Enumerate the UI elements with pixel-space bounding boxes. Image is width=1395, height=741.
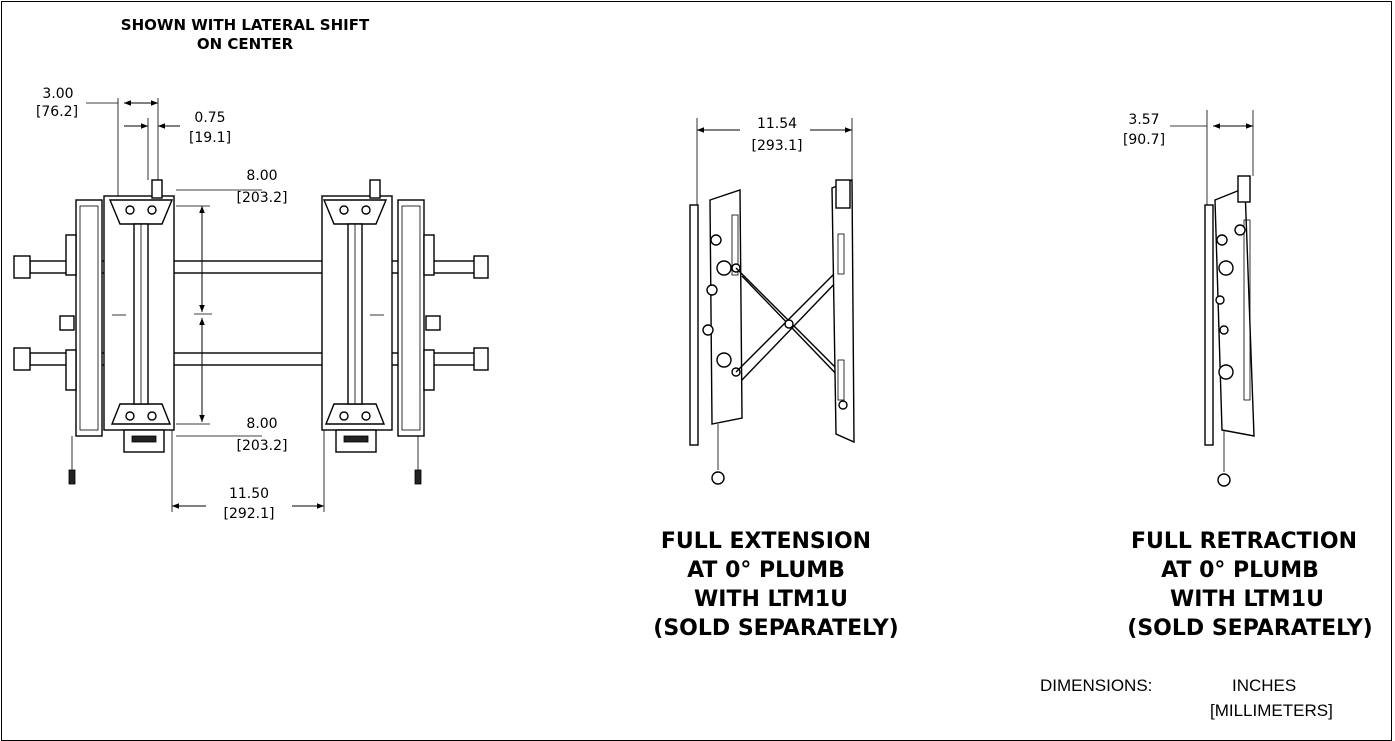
right-outer-bracket	[397, 199, 441, 485]
dim-8-00-top-inches: 8.00	[246, 168, 277, 184]
retraction-caption-line4: (SOLD SEPARATELY)	[1127, 616, 1372, 641]
retraction-caption-line1: FULL RETRACTION	[1131, 529, 1357, 554]
dim-3-57-inches: 3.57	[1128, 112, 1159, 128]
side-view-retraction: 3.57 [90.7] FULL RETRACTION AT 0° PLUMB …	[1123, 110, 1373, 641]
dim-11-50	[171, 430, 325, 512]
front-view: SHOWN WITH LATERAL SHIFT ON CENTER	[13, 16, 489, 522]
extension-caption-line4: (SOLD SEPARATELY)	[653, 616, 898, 641]
dim-8-00-bottom-mm: [203.2]	[236, 438, 287, 454]
dim-8-00-top	[176, 189, 262, 315]
front-view-title-line1: SHOWN WITH LATERAL SHIFT	[121, 16, 370, 34]
extension-caption-line1: FULL EXTENSION	[661, 529, 871, 554]
dim-0-75-mm: [19.1]	[189, 130, 231, 146]
dim-8-00-top-mm: [203.2]	[236, 190, 287, 206]
left-outer-bracket	[59, 199, 103, 485]
extension-caption-line3: WITH LTM1U	[694, 587, 848, 612]
dim-8-00-bottom-inches: 8.00	[246, 416, 277, 432]
units-primary: INCHES	[1232, 676, 1296, 695]
dim-11-50-inches: 11.50	[229, 486, 269, 502]
dim-11-54-inches: 11.54	[757, 116, 797, 132]
dim-3-00	[86, 98, 159, 196]
extension-caption-line2: AT 0° PLUMB	[687, 558, 845, 583]
dim-8-00-bottom	[176, 318, 262, 437]
units-label: DIMENSIONS:	[1040, 676, 1152, 695]
units-secondary: [MILLIMETERS]	[1210, 701, 1333, 720]
dim-11-54-mm: [293.1]	[751, 138, 802, 154]
dim-0-75-inches: 0.75	[194, 110, 225, 126]
dim-11-50-mm: [292.1]	[223, 506, 274, 522]
units-note: DIMENSIONS: INCHES [MILLIMETERS]	[1040, 676, 1333, 720]
dim-3-00-mm: [76.2]	[36, 104, 78, 120]
left-mount-assembly	[103, 179, 175, 453]
retraction-caption-line3: WITH LTM1U	[1170, 587, 1324, 612]
dim-3-00-inches: 3.00	[42, 86, 73, 102]
dim-0-75	[124, 118, 180, 180]
right-mount-assembly	[321, 179, 393, 453]
dim-3-57-mm: [90.7]	[1123, 132, 1165, 148]
front-view-title-line2: ON CENTER	[197, 35, 294, 53]
retraction-caption-line2: AT 0° PLUMB	[1161, 558, 1319, 583]
side-view-extension: 11.54 [293.1] FULL EXTENSION AT 0° PLUMB…	[653, 116, 898, 641]
